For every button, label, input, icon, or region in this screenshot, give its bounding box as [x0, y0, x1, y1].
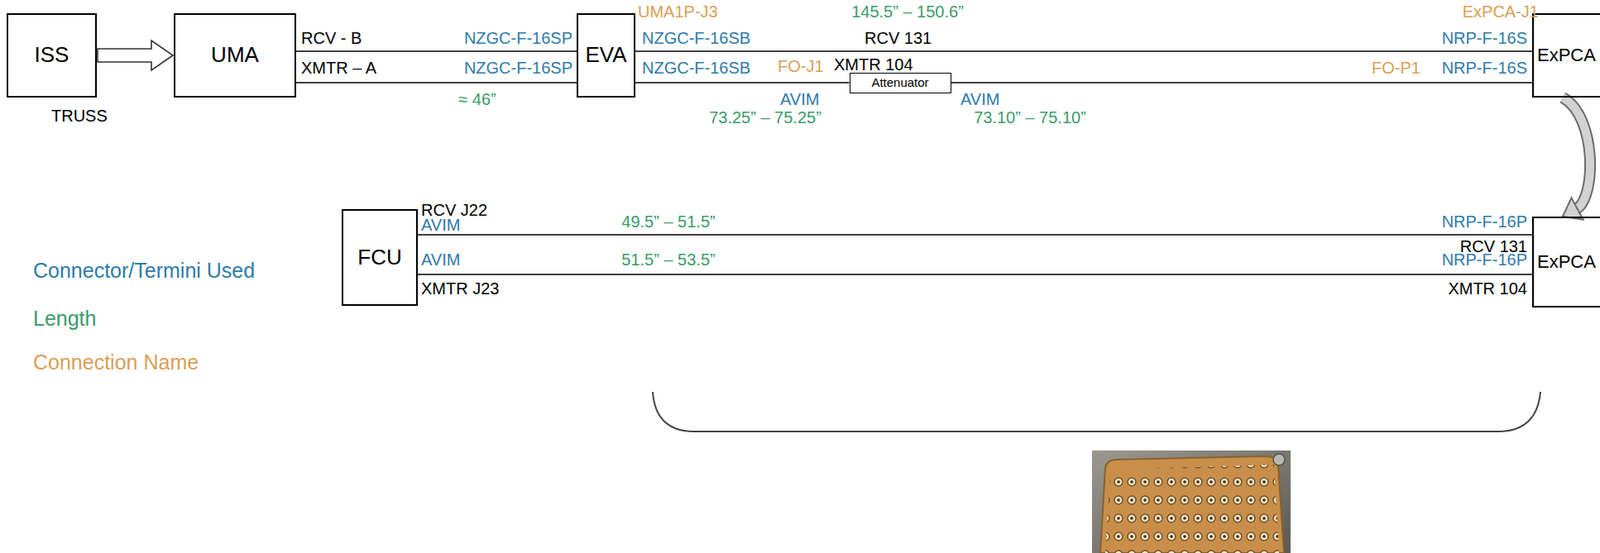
signal-label: 51.5” – 53.5”	[621, 251, 715, 269]
node-label: ExPCA	[1537, 44, 1596, 67]
connector	[417, 234, 1533, 236]
signal-label: AVIM	[421, 216, 460, 234]
flow-arrow-body	[1562, 97, 1591, 211]
signal-label: AVIM	[421, 251, 460, 269]
node-label: FCU	[357, 244, 402, 271]
legend-entry: Connector/Termini Used	[33, 258, 255, 283]
signal-label: UMA1P-J3	[637, 3, 719, 20]
node-label: ISS	[34, 42, 70, 68]
node-label: Attenuator	[871, 75, 929, 91]
signal-label: XMTR J23	[421, 280, 499, 298]
signal-label: 145.5” – 150.6”	[851, 3, 964, 20]
signal-label: FO-P1	[1371, 59, 1421, 77]
signal-label: NRP-F-16S	[1441, 29, 1528, 47]
legend-text: Length	[33, 306, 96, 331]
signal-label: TRUSS	[51, 107, 108, 125]
system-box: ISS	[6, 13, 97, 98]
system-box: UMA	[173, 13, 297, 98]
signal-label: RCV J22	[421, 201, 488, 219]
panel-bracket: ExPCA	[1532, 216, 1600, 308]
signal-label: NRP-F-16P	[1441, 251, 1528, 269]
signal-label: XMTR – A	[301, 59, 377, 77]
connector-photo	[1092, 450, 1291, 553]
signal-label: ≈ 46”	[458, 91, 496, 108]
signal-label: NRP-F-16S	[1441, 59, 1528, 77]
connector	[1562, 97, 1591, 221]
legend-entry: Length	[33, 306, 96, 331]
photo-ground	[1092, 450, 1291, 553]
cable-line	[951, 81, 1533, 84]
signal-label: XMTR 104	[1447, 280, 1528, 298]
flow-arrow-outline	[1562, 97, 1591, 211]
connector	[296, 51, 577, 53]
connector	[635, 51, 1533, 53]
system-box: FCU	[341, 209, 418, 307]
cable-line	[635, 81, 850, 84]
signal-label: NZGC-F-16SB	[641, 59, 751, 77]
signal-label: RCV - B	[301, 29, 362, 47]
node-label: EVA	[584, 42, 627, 68]
cable-line	[296, 50, 577, 53]
legend-text: Connection Name	[33, 350, 199, 374]
signal-label: RCV 131	[864, 29, 932, 47]
connector	[635, 82, 850, 84]
connector	[296, 82, 577, 84]
signal-label: 73.10” – 75.10”	[973, 109, 1087, 126]
signal-label: AVIM	[960, 91, 1000, 108]
attenuator-box: Attenuator	[849, 72, 952, 94]
signal-label: 49.5” – 51.5”	[621, 213, 715, 230]
connector	[417, 274, 1533, 276]
signal-label: 73.25” – 75.25”	[708, 109, 822, 126]
signal-label: AVIM	[780, 91, 820, 108]
connector	[97, 40, 173, 71]
node-label: UMA	[210, 42, 259, 68]
signal-label: NZGC-F-16SP	[464, 29, 573, 47]
signal-label: NRP-F-16P	[1441, 213, 1528, 230]
cable-line	[296, 81, 577, 84]
cable-line	[417, 273, 1533, 276]
signal-label: ExPCA-J1	[1462, 3, 1539, 20]
legend-entry: Connection Name	[33, 350, 199, 374]
connector-bolt	[1273, 454, 1285, 466]
connector-pins	[1105, 464, 1280, 553]
group-brace	[652, 392, 1541, 432]
signal-label: XMTR 104	[833, 56, 914, 73]
connector	[951, 82, 1533, 84]
node-label: ExPCA	[1537, 251, 1596, 274]
signal-label: NZGC-F-16SP	[464, 59, 573, 77]
system-box: EVA	[576, 13, 636, 98]
panel-bracket: ExPCA	[1532, 13, 1600, 98]
cable-line	[417, 234, 1533, 236]
connector-insert	[1100, 456, 1284, 553]
signal-label: FO-J1	[777, 57, 824, 75]
cable-line	[635, 50, 1533, 53]
legend-text: Connector/Termini Used	[33, 258, 255, 283]
hollow-arrow	[97, 40, 173, 71]
signal-label: NZGC-F-16SB	[641, 29, 751, 47]
